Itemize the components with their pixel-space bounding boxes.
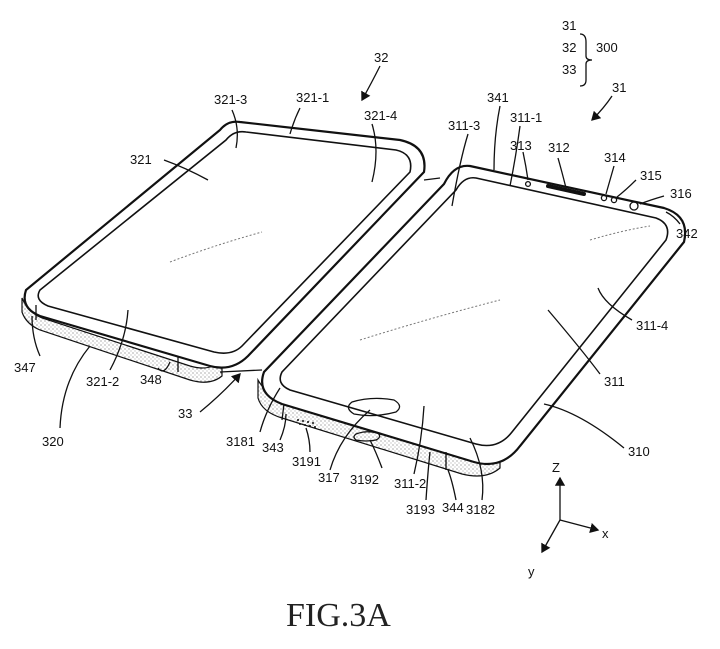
speaker-grille-3191	[297, 419, 316, 428]
label-343: 343	[262, 440, 284, 455]
leader-316	[639, 195, 665, 205]
left-device	[21, 120, 426, 383]
label-341: 341	[487, 90, 509, 105]
camera-316	[629, 201, 639, 211]
label-axis-x: x	[602, 526, 609, 541]
leader-343	[279, 413, 287, 441]
leader-315	[616, 179, 637, 198]
leader-311-2	[413, 405, 425, 475]
label-300: 300	[596, 40, 618, 55]
reference-labels: 31 32 33 300 32 31 321-3 321-1 321-4 321…	[14, 18, 698, 579]
right-screen-glare	[359, 299, 501, 341]
label-315: 315	[640, 168, 662, 183]
leader-320	[59, 345, 91, 429]
label-3182: 3182	[466, 502, 495, 517]
leader-344	[447, 469, 457, 501]
figure-caption: FIG.3A	[286, 597, 391, 634]
leader-3181	[259, 387, 281, 433]
leader-321-3	[231, 109, 238, 149]
leader-342	[665, 211, 681, 225]
label-311-3: 311-3	[448, 118, 480, 133]
label-3193: 3193	[406, 502, 435, 517]
label-311: 311	[604, 374, 625, 389]
label-3192: 3192	[350, 472, 379, 487]
usb-port-3192	[353, 431, 381, 442]
label-317: 317	[318, 470, 340, 485]
arrow-31	[591, 95, 613, 121]
label-32-legend: 32	[562, 40, 576, 55]
hinge-top-line	[423, 177, 441, 181]
label-321-3: 321-3	[214, 92, 247, 107]
axis-x-arrow	[559, 519, 600, 534]
leader-321-2	[109, 309, 129, 371]
label-316: 316	[670, 186, 692, 201]
label-311-4: 311-4	[636, 318, 668, 333]
leader-3191	[305, 427, 311, 453]
label-axis-y: y	[528, 564, 535, 579]
label-32: 32	[374, 50, 388, 65]
label-312: 312	[548, 140, 570, 155]
hinge-line	[219, 369, 263, 373]
label-axis-z: Z	[552, 460, 560, 475]
label-33: 33	[178, 406, 192, 421]
leader-321	[163, 159, 209, 181]
leader-310	[543, 403, 625, 449]
leader-317	[329, 409, 371, 471]
leader-347	[31, 315, 41, 357]
speaker-312	[546, 184, 586, 196]
right-device-screen	[279, 176, 669, 447]
home-button-317	[347, 397, 401, 417]
label-311-1: 311-1	[510, 110, 542, 125]
label-310: 310	[628, 444, 650, 459]
leader-311-3	[451, 133, 469, 207]
right-screen-glare-top	[589, 225, 651, 241]
arrow-32	[361, 65, 381, 102]
sensor-314	[600, 194, 608, 202]
label-321-2: 321-2	[86, 374, 119, 389]
leader-311	[547, 309, 601, 375]
label-321-1: 321-1	[296, 90, 329, 105]
label-311-2: 311-2	[394, 476, 426, 491]
leader-lines	[31, 33, 681, 501]
label-321: 321	[130, 152, 152, 167]
leader-311-4	[597, 287, 633, 321]
leader-313	[522, 151, 529, 181]
label-313: 313	[510, 138, 532, 153]
axis-indicator	[541, 476, 600, 554]
leader-3193	[425, 451, 431, 501]
leader-321-1	[289, 107, 301, 135]
left-screen-glare	[169, 231, 263, 263]
right-seam-343	[281, 403, 285, 421]
label-31: 31	[612, 80, 626, 95]
label-348: 348	[140, 372, 162, 387]
leader-311-1	[509, 125, 521, 187]
brace-300	[579, 33, 593, 87]
axis-y-arrow	[541, 519, 561, 554]
arrow-33	[199, 373, 241, 413]
leader-314	[605, 165, 615, 195]
label-3181: 3181	[226, 434, 255, 449]
leader-348	[157, 361, 171, 372]
label-314: 314	[604, 150, 626, 165]
label-347: 347	[14, 360, 36, 375]
label-344: 344	[442, 500, 464, 515]
leader-3182	[469, 437, 484, 501]
label-342: 342	[676, 226, 698, 241]
leader-3192	[369, 439, 383, 469]
sensor-313	[524, 180, 532, 188]
leader-341	[493, 105, 501, 171]
label-321-4: 321-4	[364, 108, 397, 123]
right-device	[257, 164, 687, 477]
leader-321-4	[371, 123, 377, 183]
label-3191: 3191	[292, 454, 321, 469]
label-33-legend: 33	[562, 62, 576, 77]
leader-312	[557, 157, 567, 189]
sensor-315	[610, 196, 618, 204]
left-device-screen	[37, 130, 412, 354]
label-320: 320	[42, 434, 64, 449]
label-31-legend: 31	[562, 18, 576, 33]
